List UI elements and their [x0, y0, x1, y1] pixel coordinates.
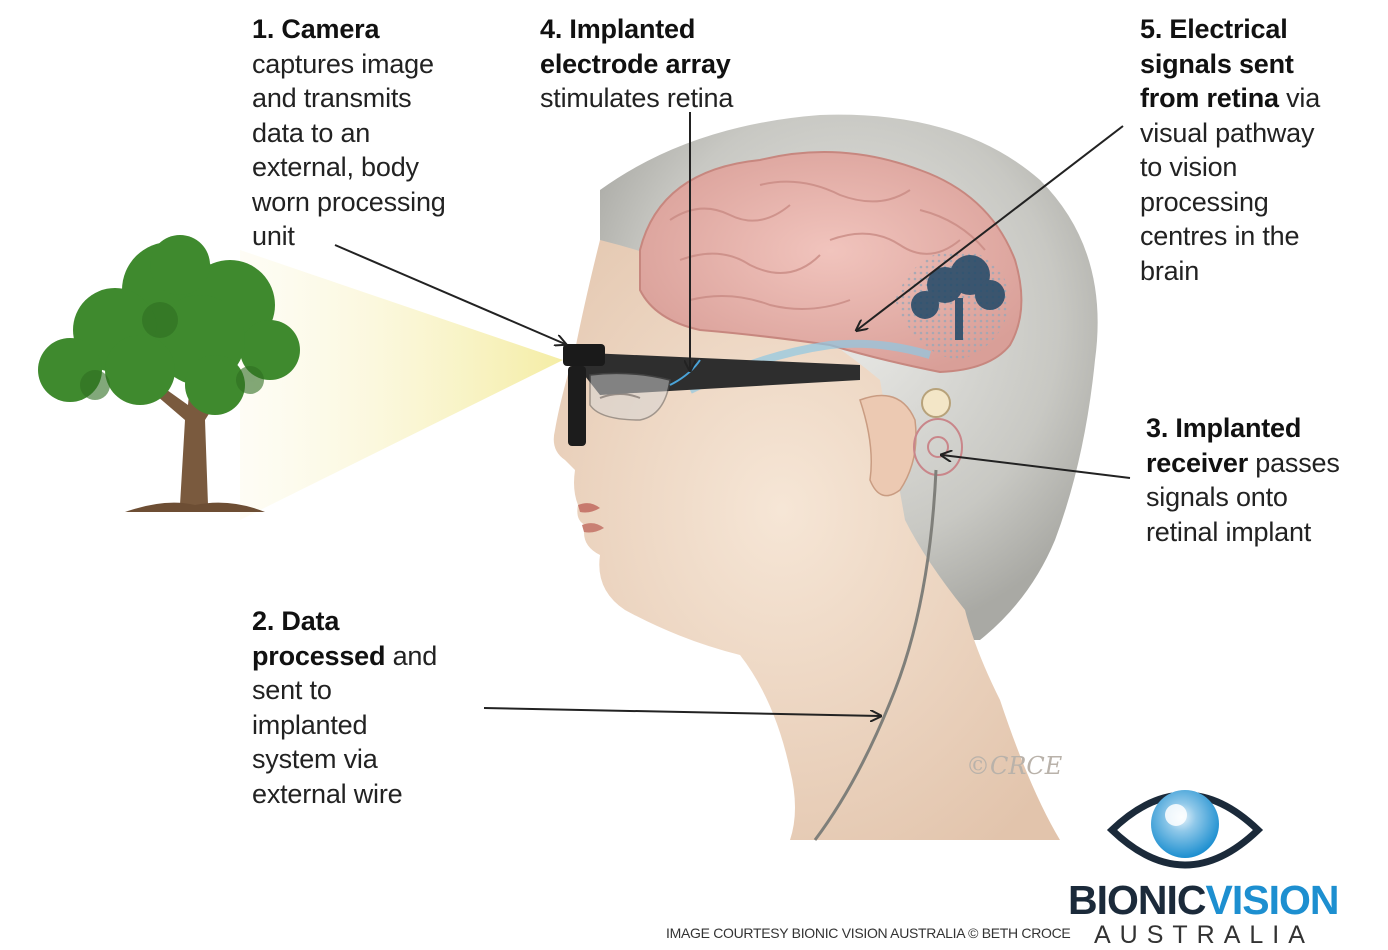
logo-word-bionic: BIONIC: [1068, 877, 1206, 923]
callout-camera-line: data to an: [252, 116, 446, 151]
callout-data-line: external wire: [252, 777, 437, 812]
callout-receiver-rest: passes: [1248, 448, 1340, 478]
callout-electrode-title: 4. Implanted: [540, 14, 695, 44]
callout-receiver-title: 3. Implanted: [1146, 413, 1301, 443]
eye-logo-icon: [1112, 790, 1258, 865]
callout-receiver-line: retinal implant: [1146, 515, 1340, 550]
light-beam: [240, 250, 563, 520]
callout-electrode-title: electrode array: [540, 49, 731, 79]
callout-signals-line: to vision: [1140, 150, 1320, 185]
callout-data: 2. Data processed and sent to implanted …: [252, 604, 437, 811]
callout-signals-line: visual pathway: [1140, 116, 1320, 151]
callout-signals-title: 5. Electrical: [1140, 14, 1288, 44]
callout-data-rest: and: [385, 641, 437, 671]
callout-electrode-line: stimulates retina: [540, 81, 733, 116]
callout-camera-line: worn processing: [252, 185, 446, 220]
callout-signals-title: from retina: [1140, 83, 1279, 113]
logo-subtitle: AUSTRALIA: [1094, 920, 1314, 950]
callout-camera: 1. Camera captures image and transmits d…: [252, 12, 446, 254]
callout-signals-line: centres in the: [1140, 219, 1320, 254]
callout-receiver-bold: receiver: [1146, 448, 1248, 478]
callout-camera-line: captures image: [252, 47, 446, 82]
callout-signals-title: signals sent: [1140, 49, 1294, 79]
callout-signals-rest: via: [1279, 83, 1320, 113]
callout-receiver: 3. Implanted receiver passes signals ont…: [1146, 411, 1340, 549]
callout-signals: 5. Electrical signals sent from retina v…: [1140, 12, 1320, 288]
callout-signals-line: processing: [1140, 185, 1320, 220]
logo-word-vision: VISION: [1206, 877, 1339, 923]
callout-receiver-line: signals onto: [1146, 480, 1340, 515]
image-credit: IMAGE COURTESY BIONIC VISION AUSTRALIA ©…: [666, 925, 1070, 941]
callout-camera-title: 1. Camera: [252, 14, 379, 44]
callout-data-title: 2. Data: [252, 606, 339, 636]
callout-data-line: system via: [252, 742, 437, 777]
callout-data-bold: processed: [252, 641, 385, 671]
callout-camera-line: unit: [252, 219, 446, 254]
callout-electrode: 4. Implanted electrode array stimulates …: [540, 12, 733, 116]
logo-wordmark: BIONICVISION: [1068, 876, 1338, 924]
artist-signature: ©CRCE: [966, 752, 1062, 780]
callout-data-line: sent to: [252, 673, 437, 708]
callout-camera-line: external, body: [252, 150, 446, 185]
callout-camera-line: and transmits: [252, 81, 446, 116]
callout-signals-line: brain: [1140, 254, 1320, 289]
callout-data-line: implanted: [252, 708, 437, 743]
